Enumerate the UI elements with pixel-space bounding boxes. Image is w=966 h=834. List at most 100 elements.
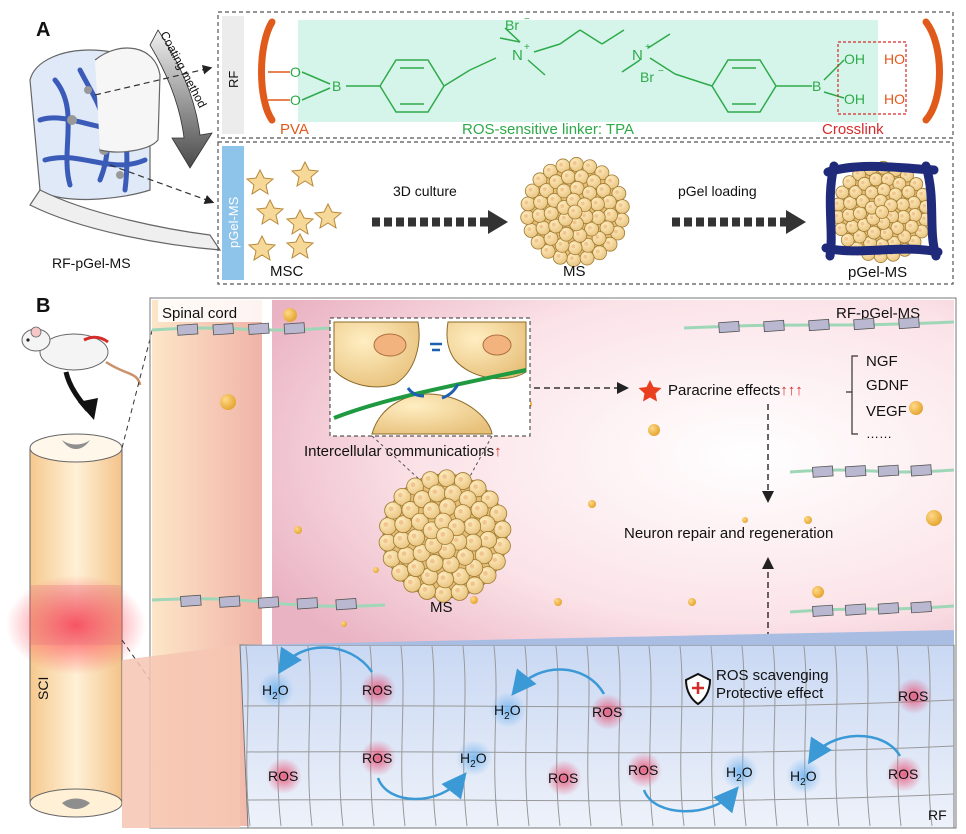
particle (283, 308, 297, 322)
myelin-segment (812, 465, 834, 478)
cell-nucleus (438, 589, 444, 595)
cell-nucleus (458, 476, 464, 482)
cell-nucleus (878, 242, 883, 246)
cell-nucleus (582, 213, 587, 218)
cell-nucleus (922, 216, 926, 221)
myelin-segment (910, 464, 932, 477)
intercellular-label: Intercellular communications↑ (304, 443, 502, 460)
cell-nucleus (560, 204, 565, 208)
cell-nucleus (535, 211, 540, 216)
particle (909, 401, 923, 415)
spheroid-cell (848, 185, 863, 199)
spheroid-cell (560, 169, 576, 185)
cell-nucleus (571, 244, 576, 249)
cell-nucleus (572, 161, 577, 165)
spheroid-cell (465, 576, 484, 595)
h2o-label: H2O (790, 768, 817, 788)
spheroid-cell (470, 500, 489, 519)
particle (588, 500, 596, 508)
spheroid-cell (532, 172, 548, 188)
mouse-to-cord-arrowhead (78, 398, 98, 420)
cell-nucleus (893, 224, 898, 229)
particle (220, 394, 236, 410)
cell-nucleus (878, 208, 883, 213)
cell-nucleus (438, 517, 444, 523)
spheroid-cell (567, 240, 583, 256)
particle (926, 510, 942, 526)
ros-glow (886, 756, 922, 792)
cell-nucleus (398, 520, 404, 525)
spinal-cord-tube (6, 433, 146, 818)
conversion-arrow (642, 786, 739, 814)
ms-spheroid-b (378, 469, 512, 603)
cell-nucleus (388, 506, 394, 512)
cell-nucleus (417, 548, 422, 554)
cell-nucleus (606, 211, 611, 216)
cell-nucleus (577, 173, 582, 178)
ros-label: ROS (362, 750, 392, 766)
spheroid-cell (908, 208, 922, 222)
cell-nucleus (564, 173, 569, 178)
spheroid-cell (596, 183, 611, 198)
cell-nucleus (547, 235, 552, 239)
ms-label-b: MS (430, 599, 453, 616)
hydroxyl-upper: OH (844, 51, 865, 67)
cell-nucleus (446, 560, 451, 566)
cell-nucleus (550, 196, 555, 201)
cell-nucleus (868, 189, 872, 193)
cell-nucleus (856, 233, 860, 238)
cell-nucleus (542, 187, 547, 192)
cell-nucleus (527, 227, 532, 232)
sheet-grid-line (338, 645, 344, 827)
cell-nucleus (838, 189, 843, 193)
h2o-label: H2O (494, 702, 521, 722)
spinal-cord-label-bg (158, 300, 264, 322)
sheet-grid-line (555, 645, 561, 827)
spheroid-cell (479, 531, 498, 549)
ros-glow (626, 752, 662, 788)
cell-nucleus (595, 234, 600, 239)
cell-nucleus (576, 231, 580, 236)
linker-background (298, 20, 878, 122)
spheroid-cell (904, 219, 919, 234)
spheroid-cell (543, 205, 559, 221)
cell-nucleus (440, 531, 446, 537)
cell-nucleus (846, 199, 851, 204)
h2o-glow (456, 740, 492, 776)
ros-label: ROS (268, 768, 298, 784)
cell-nucleus (552, 222, 556, 227)
h2o-label: H2O (726, 764, 753, 784)
factor-bracket (846, 355, 858, 435)
h2o-glow (722, 754, 758, 790)
cell-nucleus (407, 579, 413, 585)
cell-nucleus (834, 213, 839, 218)
rf-sheet (122, 630, 955, 829)
myelin-segment (877, 602, 900, 615)
cell-nucleus (844, 236, 848, 241)
cell-nucleus (585, 189, 590, 194)
sheet-grid-line (400, 645, 406, 827)
cell-nucleus (569, 256, 574, 261)
cell-nucleus (580, 201, 585, 206)
cell-nucleus (417, 495, 423, 500)
pva-hydroxyl-upper: HO (884, 51, 905, 67)
cell-nucleus (569, 196, 574, 201)
myelin-segment (718, 320, 740, 334)
spheroid-cell (592, 245, 607, 261)
cell-nucleus (571, 208, 576, 213)
spheroid-cell (463, 517, 482, 536)
spheroid-cell (890, 220, 905, 235)
cell-nucleus (895, 180, 900, 185)
cell-nucleus (468, 538, 474, 544)
spheroid-cell (603, 207, 618, 223)
cell-nucleus (415, 517, 421, 523)
cell-nucleus (848, 223, 853, 228)
pgel-tab (222, 146, 244, 280)
linker-label: ROS-sensitive linker: TPA (462, 121, 634, 138)
sheet-grid-line (493, 645, 499, 827)
spheroid-cell (393, 487, 412, 506)
nerve-fibers (151, 316, 955, 617)
pgel-ms-box (217, 141, 954, 285)
cell-nucleus (559, 162, 564, 167)
cell-nucleus (427, 526, 432, 532)
